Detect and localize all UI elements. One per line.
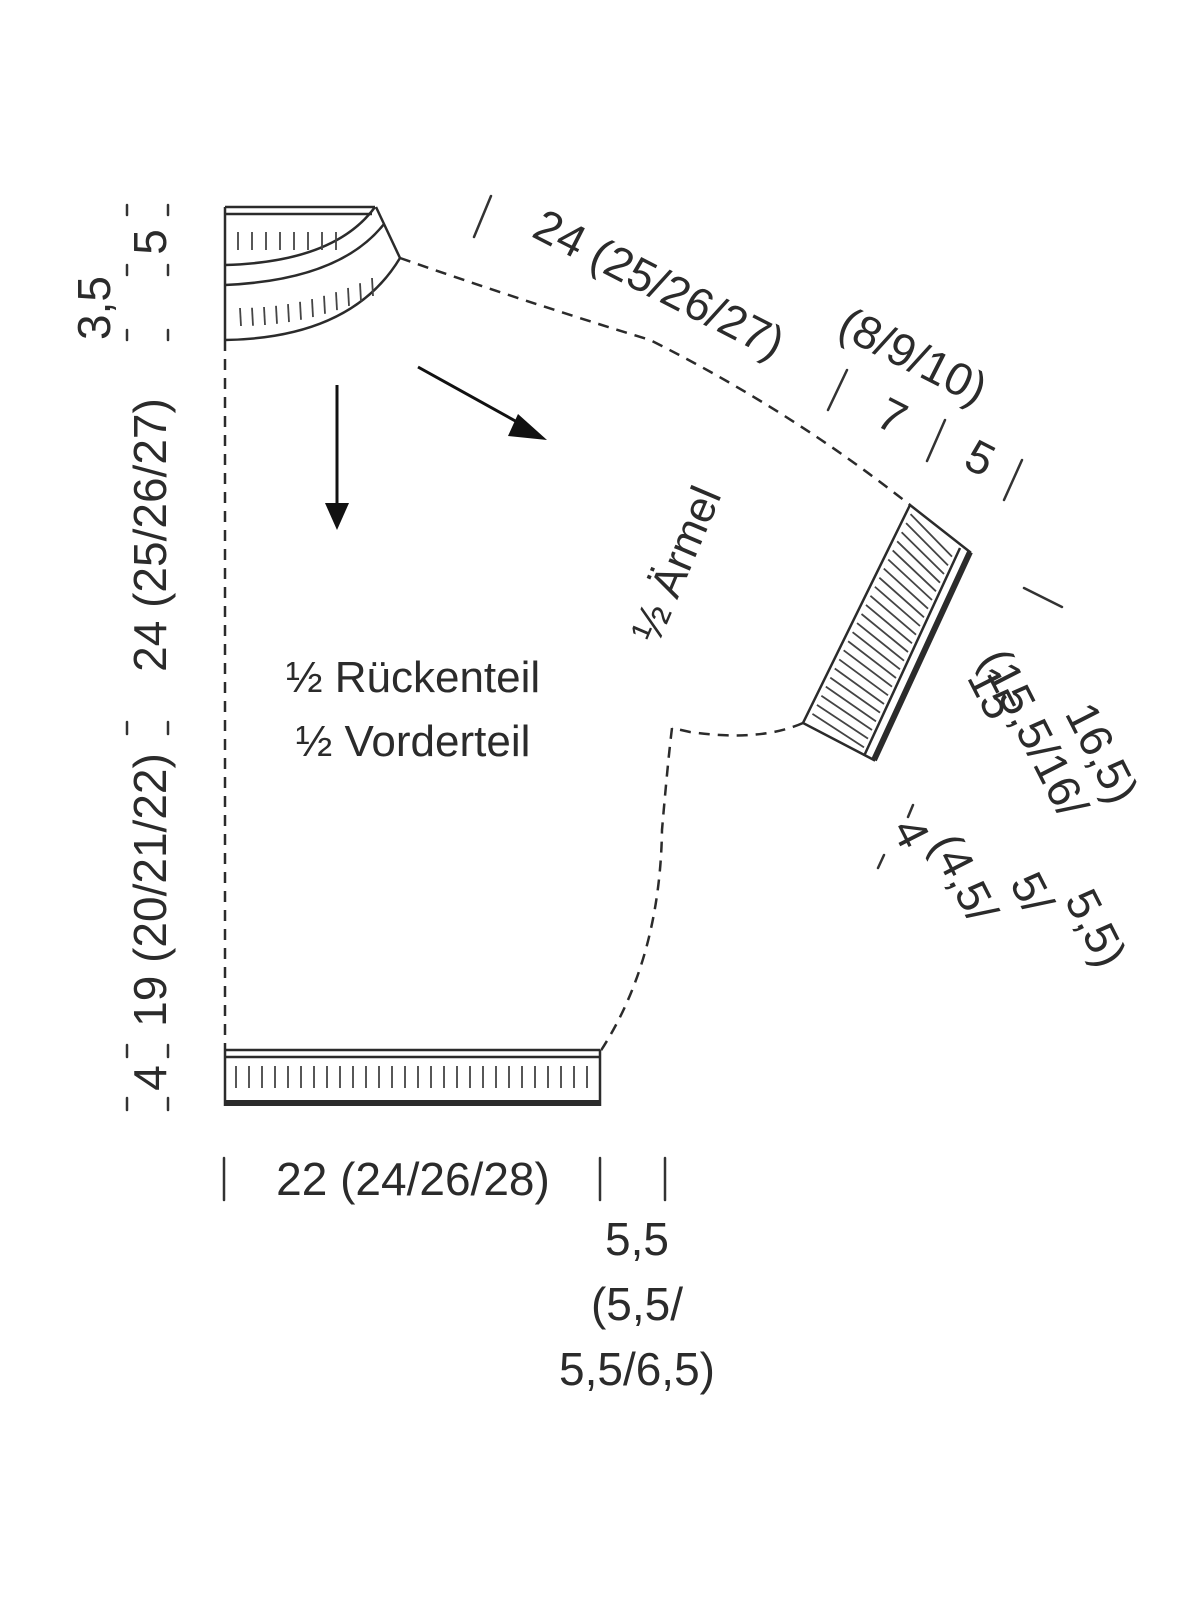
rib-stroke: [811, 713, 865, 749]
dimension-ticks: [125, 194, 1064, 1202]
side-seam-line: [598, 727, 674, 1053]
rib-stroke: [874, 586, 921, 627]
knitting-direction-arrows: [325, 365, 547, 530]
rib-stroke: [371, 277, 374, 297]
rib-stroke: [263, 306, 266, 326]
label-back-piece: ½ Rückenteil: [286, 653, 540, 702]
label-armhole-depth: 24 (25/26/27): [124, 398, 176, 672]
rib-stroke: [239, 307, 242, 327]
rib-stroke: [251, 307, 254, 326]
piece-labels: ½ Rückenteil ½ Vorderteil ½ Ärmel: [286, 479, 731, 766]
rib-stroke: [896, 540, 941, 584]
rib-stroke: [287, 303, 290, 323]
label-cuff-rib-3: 5/: [1000, 864, 1064, 922]
rib-stroke: [883, 567, 929, 610]
label-hem-rib-height: 4: [124, 1065, 176, 1091]
arrow-diagonal: [417, 365, 529, 430]
rib-stroke: [299, 301, 302, 320]
neckband: [223, 205, 402, 342]
rib-stroke: [887, 558, 933, 601]
rib-stroke: [335, 292, 338, 311]
rib-stroke: [820, 695, 873, 731]
cuff-ribbing: [801, 503, 973, 762]
rib-stroke: [860, 613, 909, 653]
rib-stroke: [892, 549, 937, 592]
rib-stroke: [359, 283, 362, 302]
rib-stroke: [878, 576, 925, 619]
label-underarm-offset-2: (5,5/: [591, 1278, 683, 1330]
neckband-ribbing: [237, 232, 374, 327]
rib-stroke: [865, 604, 913, 645]
rib-stroke: [905, 522, 949, 566]
rib-stroke: [816, 704, 869, 740]
label-cuff-length: 5: [957, 429, 1003, 487]
rib-stroke: [311, 299, 314, 318]
rib-stroke: [852, 631, 901, 671]
rib-stroke: [834, 667, 885, 705]
label-cuff-rib-2: (4,5/: [920, 825, 1008, 931]
label-front-piece: ½ Vorderteil: [296, 717, 531, 766]
label-neck-back-depth: 5: [124, 229, 176, 255]
rib-stroke: [900, 531, 945, 575]
rib-stroke: [347, 287, 350, 306]
shoulder-sleeve-line: [399, 256, 911, 506]
label-body-width: 22 (24/26/28): [276, 1153, 550, 1205]
sleeve-underarm-line: [671, 721, 804, 737]
rib-stroke: [869, 595, 917, 636]
hem-ribbing: [223, 1048, 602, 1106]
rib-stroke: [843, 649, 893, 688]
rib-stroke: [847, 640, 897, 679]
label-sleeve-segment-2: 7: [869, 387, 915, 445]
label-sleeve-piece: ½ Ärmel: [622, 479, 731, 649]
rib-stroke: [909, 513, 953, 558]
label-side-length: 19 (20/21/22): [124, 753, 176, 1027]
rib-stroke: [323, 295, 326, 314]
label-neck-front-depth: 3,5: [68, 276, 120, 340]
rib-stroke: [825, 685, 877, 723]
rib-stroke: [856, 622, 905, 662]
label-cuff-rib-4: 5,5): [1055, 881, 1137, 975]
measurement-labels: 5 3,5 24 (25/26/27) 19 (20/21/22) 4 22 (…: [68, 198, 1149, 1395]
garment-outline: [223, 256, 911, 1053]
rib-stroke: [838, 658, 889, 697]
rib-stroke: [275, 305, 278, 324]
label-underarm-offset-3: 5,5/6,5): [559, 1343, 715, 1395]
label-underarm-offset-1: 5,5: [605, 1213, 669, 1265]
rib-stroke: [829, 676, 881, 714]
